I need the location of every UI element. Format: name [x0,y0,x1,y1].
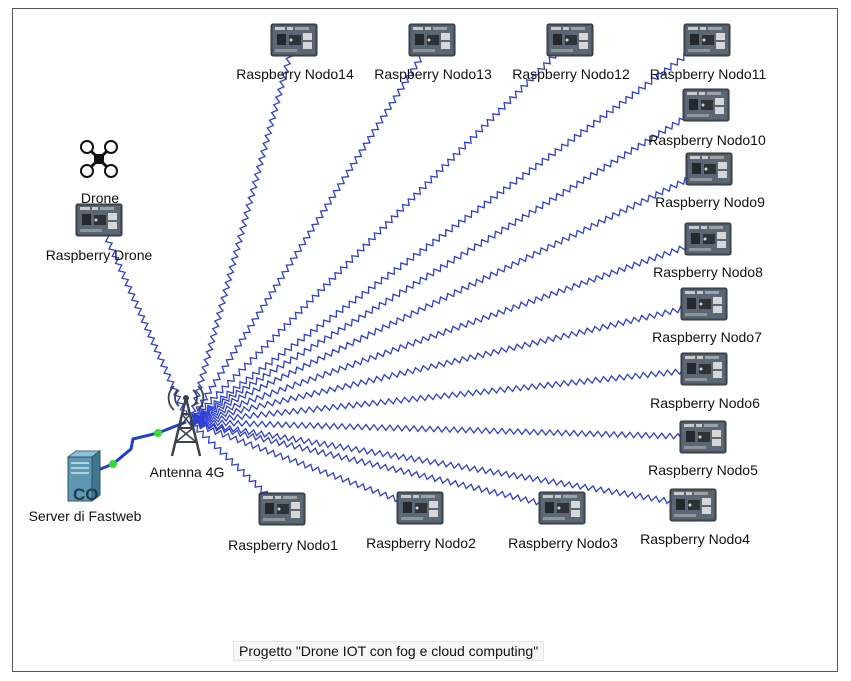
cell-tower-icon[interactable] [167,385,205,457]
raspberry-board-icon[interactable] [685,152,733,186]
wireless-link-nodo13[interactable] [189,39,436,423]
node-label-nodo11: Raspberry Nodo11 [649,66,767,82]
wireless-link-nodo14[interactable] [188,39,296,423]
diagram-caption: Progetto "Drone IOT con fog e cloud comp… [233,641,545,661]
server-badge: CO [73,485,99,504]
server-label: Server di Fastweb [28,508,142,524]
wireless-link-nodo5[interactable] [189,418,704,441]
node-label-nodo3: Raspberry Nodo3 [508,535,618,551]
wireless-links [98,38,710,512]
drone-label: Drone [80,190,120,206]
raspberry-board-icon[interactable] [684,222,732,256]
wireless-link-nodo7[interactable] [189,302,705,425]
wireless-link-nodo4[interactable] [189,419,694,509]
link-status-dot [109,460,117,468]
wireless-link-nodo6[interactable] [189,365,705,426]
node-label-nodo13: Raspberry Nodo13 [374,66,492,82]
node-label-nodo2: Raspberry Nodo2 [366,535,476,551]
node-label-nodo4: Raspberry Nodo4 [640,531,750,547]
node-label-nodo6: Raspberry Nodo6 [650,395,760,411]
raspberry-board-icon[interactable] [546,23,594,57]
wireless-link-nodo10[interactable] [189,104,707,423]
link-status-dot [154,429,162,437]
raspberry-drone-label: Raspberry Drone [45,247,153,263]
wireless-link-nodo11[interactable] [189,38,708,423]
raspberry-board-icon[interactable] [408,23,456,57]
server-icon[interactable]: CO [66,450,102,504]
raspberry-board-icon[interactable] [680,352,728,386]
wireless-link-nodo9[interactable] [189,166,710,424]
node-label-nodo9: Raspberry Nodo9 [655,194,765,210]
node-label-nodo14: Raspberry Nodo14 [236,66,354,82]
raspberry-board-icon[interactable] [270,23,318,57]
node-label-nodo12: Raspberry Nodo12 [512,66,630,82]
wireless-link-nodo2[interactable] [189,421,421,512]
node-label-nodo1: Raspberry Nodo1 [228,537,338,553]
wired-link [97,420,187,472]
node-label-nodo5: Raspberry Nodo5 [648,462,758,478]
node-label-nodo7: Raspberry Nodo7 [652,329,762,345]
raspberry-board-icon[interactable] [669,488,717,522]
raspberry-board-icon[interactable] [396,491,444,525]
wireless-link-nodo8[interactable] [189,237,709,424]
raspberry-board-icon[interactable] [682,88,730,122]
raspberry-board-icon[interactable] [683,23,731,57]
raspberry-board-icon[interactable] [75,203,123,237]
antenna-label: Antenna 4G [149,464,225,480]
wireless-link-raspberry-drone[interactable] [98,219,188,417]
node-label-nodo10: Raspberry Nodo10 [648,132,766,148]
wireless-link-nodo12[interactable] [189,39,571,423]
raspberry-board-icon[interactable] [538,491,586,525]
raspberry-board-icon[interactable] [679,420,727,454]
wireless-link-nodo3[interactable] [189,420,563,512]
raspberry-board-icon[interactable] [258,492,306,526]
node-label-nodo8: Raspberry Nodo8 [653,264,763,280]
raspberry-board-icon[interactable] [680,287,728,321]
quadcopter-icon[interactable] [80,140,118,178]
